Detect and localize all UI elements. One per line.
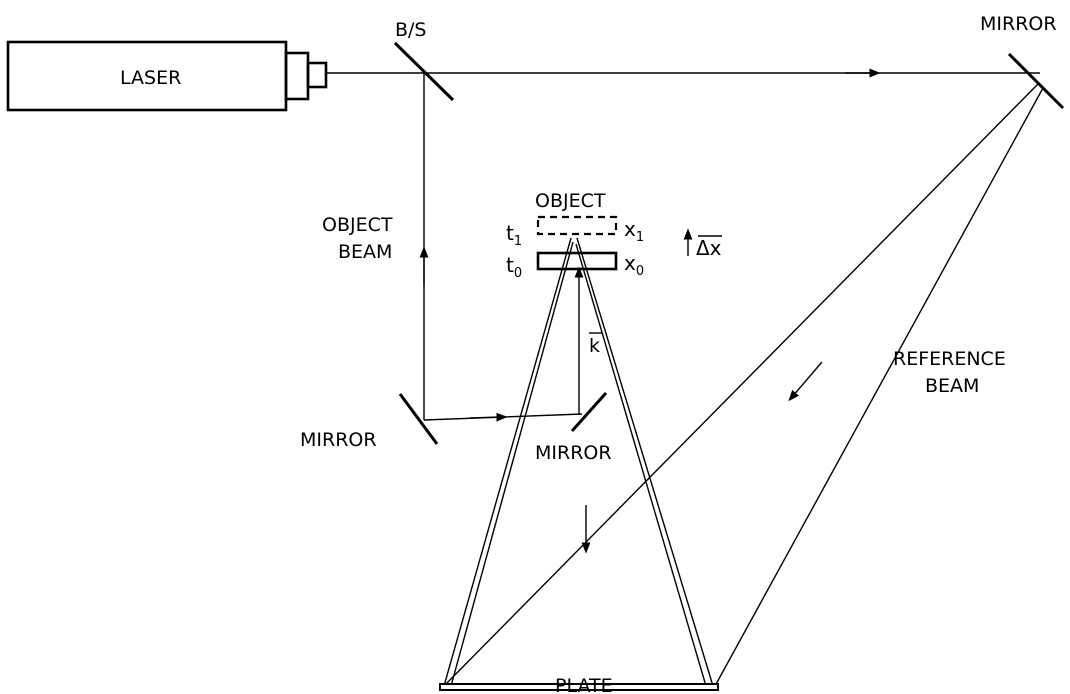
x0-label: x0 <box>624 251 644 279</box>
beam-splitter-label: B/S <box>395 19 427 41</box>
reference-beam-label-line1: REFERENCE <box>893 348 1006 370</box>
object-position-t1 <box>536 215 618 236</box>
t0-label: t0 <box>506 253 522 281</box>
object-beam-label-line2: BEAM <box>338 241 392 263</box>
reference-beam-left <box>443 83 1039 687</box>
t1-label: t1 <box>506 221 522 249</box>
cone-outer-left <box>443 237 572 687</box>
plate-label: PLATE <box>555 675 613 694</box>
object-beam-label-line1: OBJECT <box>322 214 393 236</box>
laser-nozzle <box>284 51 310 101</box>
cone-inner-left <box>450 241 574 687</box>
photographic-plate <box>439 683 719 691</box>
laser-aperture <box>306 61 328 89</box>
mirror-left <box>398 393 439 445</box>
cone-outer-right <box>576 237 714 687</box>
mirror-top-right <box>1007 52 1065 110</box>
mirror-center-label: MIRROR <box>535 442 612 464</box>
object-group: OBJECT t1 x1 t0 x0 <box>506 190 644 281</box>
reference-beam-label-line2: BEAM <box>925 375 979 397</box>
laser-label: LASER <box>120 67 181 89</box>
beam-splitter <box>393 41 455 102</box>
mirror-left-label: MIRROR <box>300 429 377 451</box>
reference-beam-right <box>714 87 1044 687</box>
mirror-top-right-label: MIRROR <box>980 13 1057 35</box>
reference-beam-arrow <box>788 361 823 402</box>
object-beam-horizontal <box>423 413 583 421</box>
x1-label: x1 <box>624 217 644 245</box>
laser-device: LASER <box>6 40 328 112</box>
mirror-center <box>570 391 608 433</box>
object-position-t0 <box>536 251 618 271</box>
delta-x-label: Δx <box>696 236 722 260</box>
object-beam-arrow-right <box>469 412 508 422</box>
cone-inner-right <box>575 243 707 687</box>
object-title: OBJECT <box>535 190 606 212</box>
k-vector-label: k <box>589 335 600 357</box>
